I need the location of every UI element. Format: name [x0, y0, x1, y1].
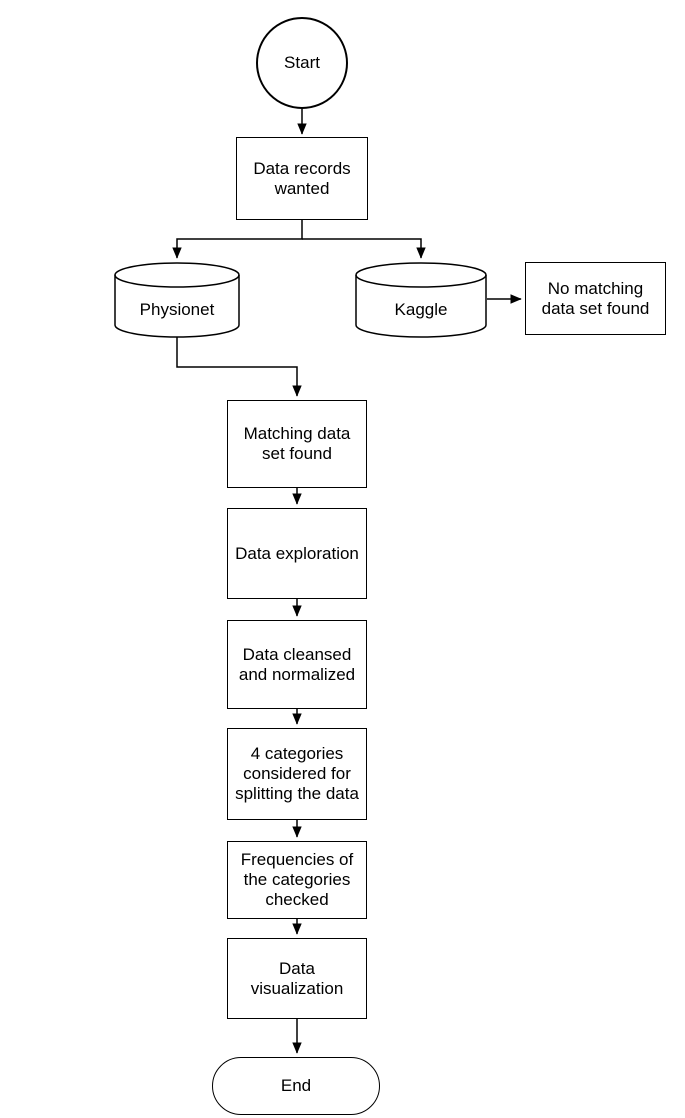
node-cleansed-label: Data cleansed and normalized: [228, 645, 366, 685]
cylinder-shape: [114, 262, 240, 338]
connector-data-records-to-physionet: [172, 220, 303, 259]
label-line: considered for: [243, 764, 351, 783]
node-matching-label: Matching data set found: [228, 424, 366, 464]
connector-data-records-to-kaggle: [302, 238, 426, 259]
node-physionet: Physionet: [114, 262, 240, 338]
node-kaggle: Kaggle: [355, 262, 487, 338]
node-end: End: [212, 1057, 380, 1115]
node-kaggle-label: Kaggle: [355, 282, 487, 338]
label-line: Frequencies of: [240, 850, 354, 869]
label-line: No matching: [547, 278, 644, 298]
node-data-records: Data records wanted: [236, 137, 368, 220]
node-no-match: No matching data set found: [525, 262, 666, 335]
label-line: Data exploration: [235, 543, 359, 563]
label-line: and normalized: [238, 664, 356, 684]
label-line: Physionet: [139, 300, 215, 319]
label-line: Data cleansed: [242, 644, 352, 664]
label-line: checked: [265, 890, 329, 909]
node-exploration: Data exploration: [227, 508, 367, 599]
node-frequencies-label: Frequencies of the categories checked: [228, 850, 366, 910]
label-line: data set found: [541, 298, 650, 318]
cylinder-shape: [355, 262, 487, 338]
node-visualization-label: Data visualization: [228, 959, 366, 999]
node-matching: Matching data set found: [227, 400, 367, 488]
node-data-records-label: Data records wanted: [237, 159, 367, 199]
label-line: the categories: [243, 870, 351, 889]
label-line: End: [280, 1076, 312, 1095]
node-start-label: Start: [258, 53, 346, 73]
node-end-label: End: [213, 1076, 379, 1096]
node-exploration-label: Data exploration: [228, 544, 366, 564]
node-no-match-label: No matching data set found: [526, 279, 665, 319]
label-line: Matching data: [243, 424, 351, 443]
node-categories: 4 categories considered for splitting th…: [227, 728, 367, 820]
node-cleansed: Data cleansed and normalized: [227, 620, 367, 709]
label-line: Start: [284, 53, 320, 72]
label-line: splitting the data: [235, 784, 359, 803]
label-line: Kaggle: [394, 300, 448, 319]
node-start: Start: [256, 17, 348, 109]
label-line: visualization: [250, 978, 344, 998]
label-line: wanted: [274, 178, 330, 198]
node-physionet-label: Physionet: [114, 282, 240, 338]
node-visualization: Data visualization: [227, 938, 367, 1019]
label-line: Data records: [253, 158, 351, 178]
node-frequencies: Frequencies of the categories checked: [227, 841, 367, 919]
label-line: set found: [262, 444, 332, 463]
label-line: Data: [279, 958, 315, 978]
label-line: 4 categories: [250, 744, 344, 763]
node-categories-label: 4 categories considered for splitting th…: [228, 744, 366, 804]
connector-physionet-to-matching: [176, 337, 302, 397]
